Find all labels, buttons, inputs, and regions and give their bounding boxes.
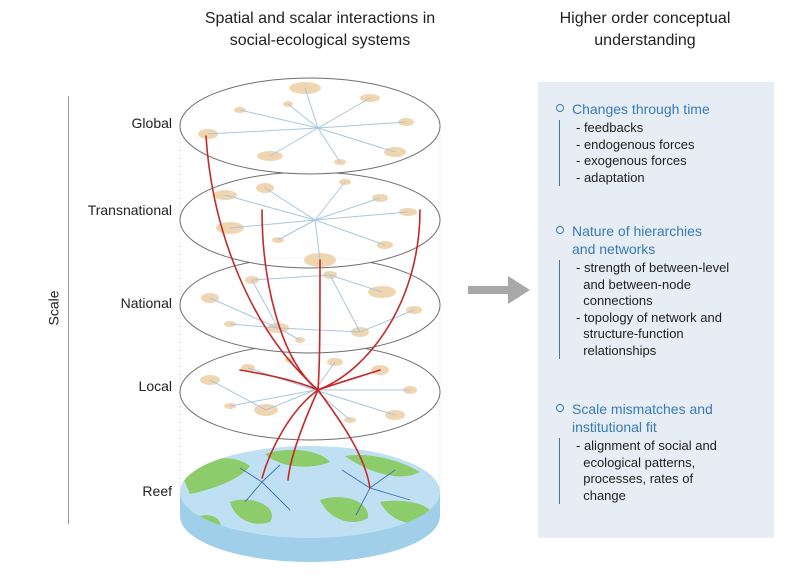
section-item: - endogenous forces	[576, 136, 695, 152]
right-title-line-2: understanding	[594, 32, 696, 49]
global-network-edge	[207, 87, 407, 163]
section-item: - feedbacks	[576, 120, 644, 135]
section-scale-mismatches: Scale mismatches and institutional fit -…	[556, 400, 768, 504]
scale-layers-diagram	[179, 77, 441, 562]
scale-axis-line	[68, 96, 69, 524]
global-layer	[179, 77, 441, 175]
level-label-global: Global	[131, 115, 172, 131]
left-title-line-2: social-ecological systems	[229, 32, 411, 49]
section-items: - feedbacks - endogenous forces - exogen…	[559, 120, 768, 186]
cross-scale-link	[317, 259, 321, 391]
section-items: - strength of between-level and between-…	[559, 260, 768, 359]
section-heading: institutional fit	[572, 419, 657, 435]
section-item: ecological patterns,	[576, 454, 696, 470]
reef-land-patch	[230, 499, 272, 524]
level-label-local: Local	[138, 378, 172, 394]
left-title-line-1: Spatial and scalar interactions in	[204, 10, 436, 27]
cross-scale-link	[261, 389, 319, 479]
section-item: connections	[576, 293, 653, 308]
circle-bullet-icon	[556, 104, 564, 112]
reef-network-edge	[239, 464, 291, 511]
cross-scale-link	[205, 135, 319, 391]
section-item: - exogenous forces	[576, 153, 687, 168]
section-heading: Nature of hierarchies	[572, 223, 702, 239]
reef-layer	[180, 446, 440, 562]
section-item: and between-node	[576, 276, 691, 292]
reef-land-patch	[320, 497, 369, 522]
section-item: relationships	[576, 342, 657, 358]
cross-scale-link	[261, 209, 319, 391]
right-title: Higher order conceptual understanding	[520, 8, 770, 52]
cross-scale-links	[205, 135, 421, 489]
section-item: processes, rates of	[576, 471, 694, 486]
level-label-national: National	[120, 295, 172, 311]
transnational-network-edge	[224, 181, 409, 261]
reef-land-patch	[265, 449, 330, 467]
transnational-layer	[179, 171, 441, 269]
national-layer-disc	[179, 256, 441, 354]
section-item: structure-function	[576, 326, 684, 341]
cross-scale-link	[287, 389, 319, 481]
section-item: - adaptation	[576, 169, 645, 185]
section-item: - topology of network and	[576, 309, 722, 325]
section-heading: and networks	[572, 241, 656, 257]
reef-land-patch	[345, 454, 420, 477]
level-label-transnational: Transnational	[87, 202, 172, 218]
section-item: - strength of between-level	[576, 260, 730, 275]
cross-scale-link	[317, 209, 421, 391]
left-title: Spatial and scalar interactions in socia…	[160, 8, 480, 52]
section-items: - alignment of social and ecological pat…	[559, 438, 768, 504]
right-arrow-icon	[468, 276, 530, 304]
section-item: change	[576, 487, 626, 503]
section-heading: Scale mismatches and	[572, 401, 713, 417]
section-item: - alignment of social and	[576, 438, 717, 453]
circle-bullet-icon	[556, 226, 564, 234]
cross-scale-link	[239, 369, 319, 391]
conceptual-panel: Changes through time - feedbacks - endog…	[538, 82, 774, 538]
level-label-reef: Reef	[142, 483, 172, 499]
circle-bullet-icon	[556, 404, 564, 412]
cross-scale-link	[317, 389, 371, 489]
section-hierarchies-networks: Nature of hierarchies and networks - str…	[556, 222, 768, 359]
national-layer	[179, 256, 441, 354]
local-network-edge	[209, 359, 410, 421]
reef-network-edge	[341, 469, 411, 516]
local-layer	[179, 343, 441, 441]
scale-axis-label: Scale	[45, 290, 62, 326]
cross-scale-link	[317, 369, 381, 391]
section-heading: Changes through time	[572, 101, 710, 117]
right-title-line-1: Higher order conceptual	[559, 10, 731, 27]
section-changes-through-time: Changes through time - feedbacks - endog…	[556, 100, 768, 186]
